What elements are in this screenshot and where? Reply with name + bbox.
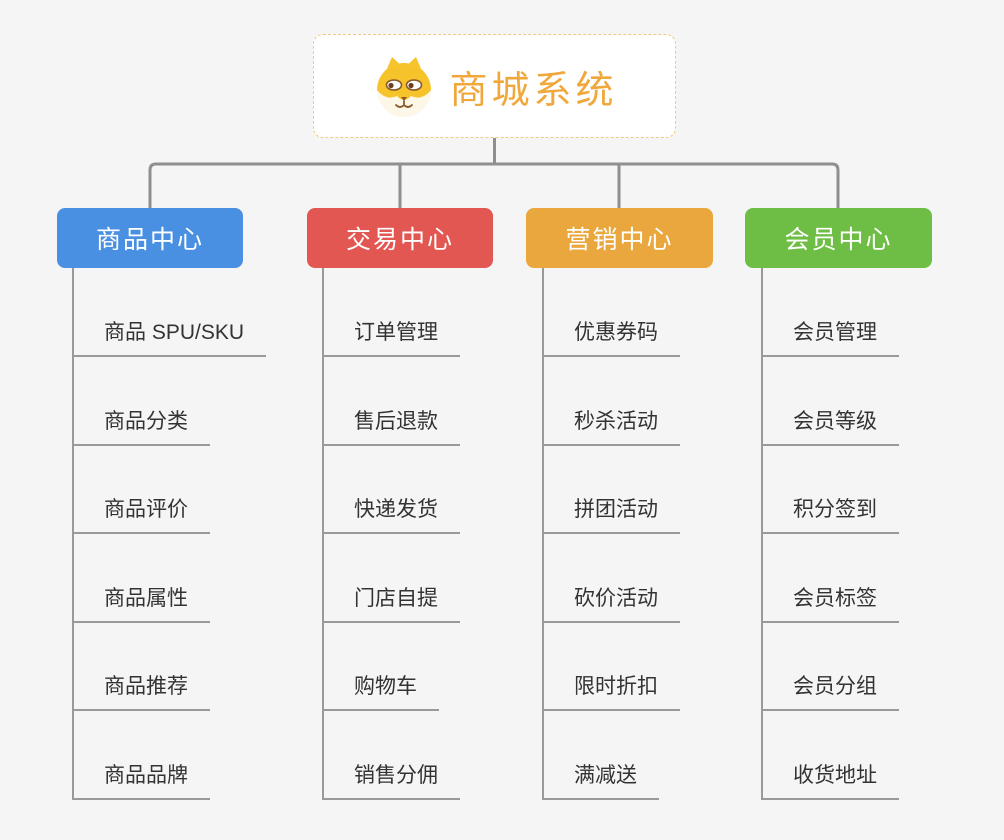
branch-label: 商品中心 [95,226,204,254]
leaf-node[interactable]: 拼团活动 [542,496,680,534]
root-title: 商城系统 [449,69,618,112]
leaf-node[interactable]: 商品 SPU/SKU [72,319,267,357]
leaf-node[interactable]: 收货地址 [761,762,899,800]
leaf-node[interactable]: 会员管理 [761,319,899,357]
branch-marketing-center[interactable]: 营销中心 [526,208,713,268]
dog-face-icon [377,57,432,117]
root-node-mall-system[interactable]: 商城系统 [313,34,676,138]
branch-label: 交易中心 [345,226,454,254]
leaf-column-marketing: 优惠券码 秒杀活动 拼团活动 砍价活动 限时折扣 满减送 [542,319,680,800]
leaf-node[interactable]: 优惠券码 [542,319,680,357]
leaf-node[interactable]: 砍价活动 [542,585,680,623]
branch-product-center[interactable]: 商品中心 [57,208,243,268]
leaf-node[interactable]: 快递发货 [322,496,460,534]
leaf-node[interactable]: 购物车 [322,673,439,711]
branch-elbow-line [148,162,840,208]
branch-member-center[interactable]: 会员中心 [745,208,932,268]
leaf-node[interactable]: 会员标签 [761,585,899,623]
leaf-node[interactable]: 商品分类 [72,408,210,446]
leaf-node[interactable]: 会员等级 [761,408,899,446]
branch-label: 会员中心 [784,226,893,254]
branch-trade-center[interactable]: 交易中心 [307,208,493,268]
leaf-node[interactable]: 限时折扣 [542,673,680,711]
leaf-node[interactable]: 订单管理 [322,319,460,357]
leaf-node[interactable]: 会员分组 [761,673,899,711]
leaf-node[interactable]: 满减送 [542,762,659,800]
leaf-column-member: 会员管理 会员等级 积分签到 会员标签 会员分组 收货地址 [761,319,899,800]
leaf-node[interactable]: 秒杀活动 [542,408,680,446]
leaf-node[interactable]: 积分签到 [761,496,899,534]
leaf-node[interactable]: 商品属性 [72,585,210,623]
leaf-node[interactable]: 商品评价 [72,496,210,534]
branch-label: 营销中心 [565,226,674,254]
leaf-node[interactable]: 商品推荐 [72,673,210,711]
leaf-node[interactable]: 售后退款 [322,408,460,446]
leaf-column-product: 商品 SPU/SKU 商品分类 商品评价 商品属性 商品推荐 商品品牌 [72,319,267,800]
leaf-column-trade: 订单管理 售后退款 快递发货 门店自提 购物车 销售分佣 [322,319,460,800]
leaf-node[interactable]: 商品品牌 [72,762,210,800]
leaf-node[interactable]: 门店自提 [322,585,460,623]
leaf-node[interactable]: 销售分佣 [322,762,460,800]
